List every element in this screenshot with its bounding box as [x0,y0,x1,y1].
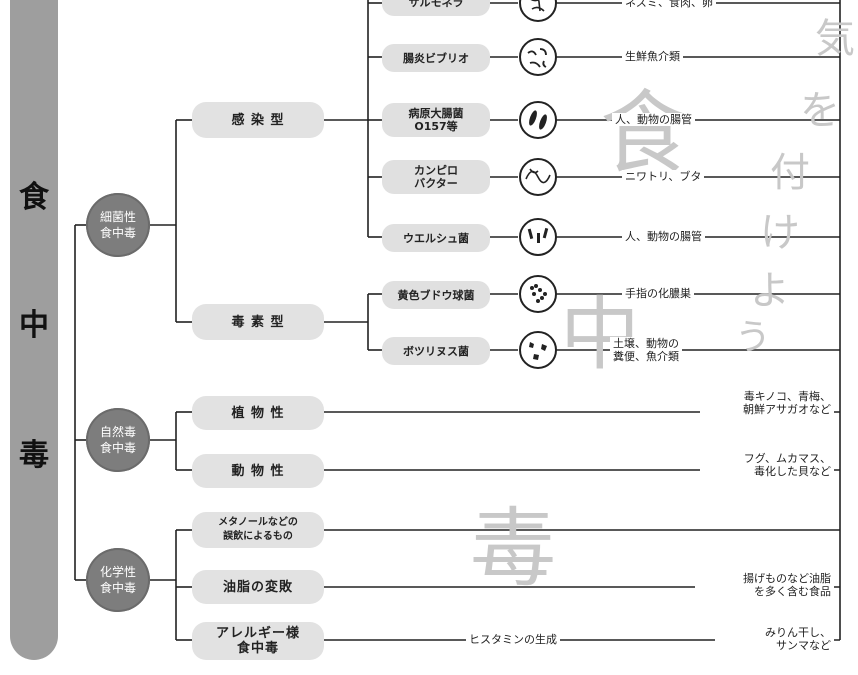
watermark-char: 気 [815,16,855,62]
watermark-char: 毒 [470,499,556,599]
subtype-plant: 植 物 性 [192,396,324,430]
subtype-animal: 動 物 性 [192,454,324,488]
source-label-plant: 毒キノコ、青梅、 朝鮮アサガオなど [700,390,834,416]
title-char: 食 [19,180,49,215]
microbe-icon [519,101,557,139]
bacteria-staph: 黄色ブドウ球菌 [382,281,490,309]
category-chemical: 化学性 食中毒 [86,548,150,612]
watermark-char: う [735,317,772,358]
watermark-char: よ [750,268,790,314]
bacteria-botulinum: ボツリヌス菌 [382,337,490,365]
source-label: 生鮮魚介類 [622,50,683,63]
source-label-animal: フグ、ムカマス、 毒化した貝など [700,452,834,478]
subtype-allergy: アレルギー様 食中毒 [192,622,324,660]
watermark-char: け [760,210,800,256]
source-label: 土壌、動物の 糞便、魚介類 [610,337,682,363]
microbe-icon [519,331,557,369]
microbe-icon [519,158,557,196]
watermark-char: 中 [560,288,640,381]
source-label-oil: 揚げものなど油脂 を多く含む食品 [695,572,834,598]
microbe-icon [519,218,557,256]
bacteria-welchii: ウエルシュ菌 [382,224,490,252]
title-bar [10,0,58,660]
subtype-infectious: 感 染 型 [192,102,324,138]
source-label: 手指の化膿巣 [622,287,694,300]
watermark-char: 付 [770,150,810,196]
title-char: 中 [19,308,49,343]
source-label: 人、動物の腸管 [612,113,695,126]
microbe-icon [519,275,557,313]
source-label-allergy: みりん干し、 サンマなど [715,626,834,652]
microbe-icon [519,38,557,76]
source-label: ニワトリ、ブタ [622,170,705,183]
category-natural: 自然毒 食中毒 [86,408,150,472]
watermark-char: 食 [600,81,690,186]
microbe-icon [519,0,557,22]
source-label: ネズミ、食肉、卵 [622,0,716,9]
bacteria-campylobacter: カンピロ バクター [382,160,490,194]
watermark-char: を [800,88,840,134]
subtype-methanol: メタノールなどの 誤飲によるもの [192,512,324,548]
bacteria-vibrio: 腸炎ビブリオ [382,44,490,72]
histamine-label: ヒスタミンの生成 [466,633,560,646]
subtype-oil: 油脂の変敗 [192,570,324,604]
source-label: 人、動物の腸管 [622,230,705,243]
category-bacterial: 細菌性 食中毒 [86,193,150,257]
title-char: 毒 [19,438,49,473]
bacteria-salmonella: サルモネラ [382,0,490,16]
subtype-toxin: 毒 素 型 [192,304,324,340]
bacteria-ecoli: 病原大腸菌 O157等 [382,103,490,137]
